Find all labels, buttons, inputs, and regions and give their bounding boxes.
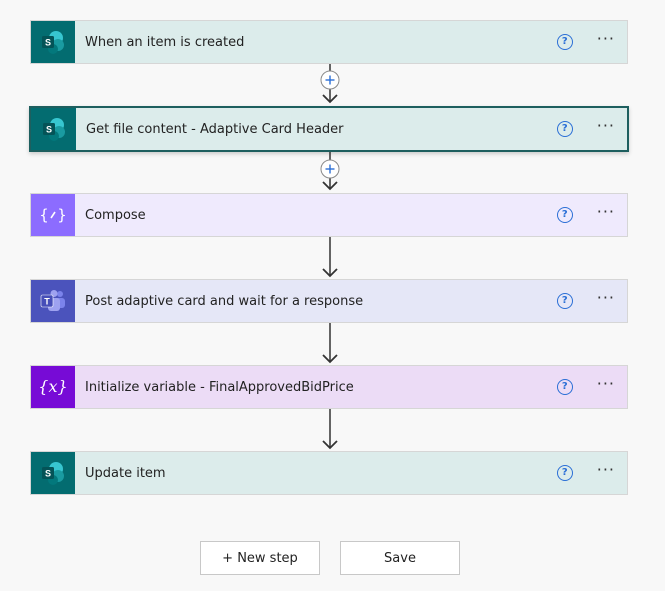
help-icon[interactable]: ? — [556, 465, 573, 481]
new-step-button[interactable]: + New step — [200, 541, 320, 575]
save-button[interactable]: Save — [340, 541, 460, 575]
step-title: Get file content - Adaptive Card Header — [86, 121, 344, 137]
insert-step-connector[interactable] — [319, 64, 341, 106]
help-icon[interactable]: ? — [556, 293, 573, 309]
svg-text:{x}: {x} — [38, 377, 67, 396]
step-post-adaptive-card[interactable]: T Post adaptive card and wait for a resp… — [30, 279, 628, 323]
step-connector-arrow — [322, 409, 338, 450]
compose-icon: { } — [31, 194, 75, 236]
svg-text:S: S — [45, 125, 51, 135]
step-connector-arrow — [322, 323, 338, 364]
more-options-icon[interactable]: ··· — [596, 288, 615, 307]
step-connector-arrow — [322, 237, 338, 278]
step-title: Compose — [85, 207, 146, 223]
teams-icon: T — [31, 280, 75, 322]
svg-text:S: S — [45, 469, 51, 479]
help-icon[interactable]: ? — [556, 379, 573, 395]
more-options-icon[interactable]: ··· — [596, 202, 615, 221]
variable-icon: {x} — [31, 366, 75, 408]
step-compose[interactable]: { } Compose ? ··· — [30, 193, 628, 237]
sharepoint-icon: S — [31, 21, 75, 63]
help-icon[interactable]: ? — [556, 121, 573, 137]
help-icon[interactable]: ? — [556, 207, 573, 223]
sharepoint-icon: S — [31, 108, 76, 150]
svg-text:S: S — [45, 38, 51, 48]
step-when-item-created[interactable]: S When an item is created ? ··· — [30, 20, 628, 64]
more-options-icon[interactable]: ··· — [596, 116, 615, 135]
help-icon[interactable]: ? — [556, 34, 573, 50]
step-title: Initialize variable - FinalApprovedBidPr… — [85, 379, 354, 395]
step-initialize-variable[interactable]: {x} Initialize variable - FinalApprovedB… — [30, 365, 628, 409]
step-title: When an item is created — [85, 34, 245, 50]
step-update-item[interactable]: S Update item ? ··· — [30, 451, 628, 495]
step-title: Update item — [85, 465, 166, 481]
step-title: Post adaptive card and wait for a respon… — [85, 293, 364, 309]
more-options-icon[interactable]: ··· — [596, 29, 615, 48]
svg-text:T: T — [44, 297, 50, 307]
more-options-icon[interactable]: ··· — [596, 460, 615, 479]
more-options-icon[interactable]: ··· — [596, 374, 615, 393]
sharepoint-icon: S — [31, 452, 75, 494]
insert-step-connector[interactable] — [319, 152, 341, 193]
step-get-file-content[interactable]: S Get file content - Adaptive Card Heade… — [29, 106, 629, 152]
